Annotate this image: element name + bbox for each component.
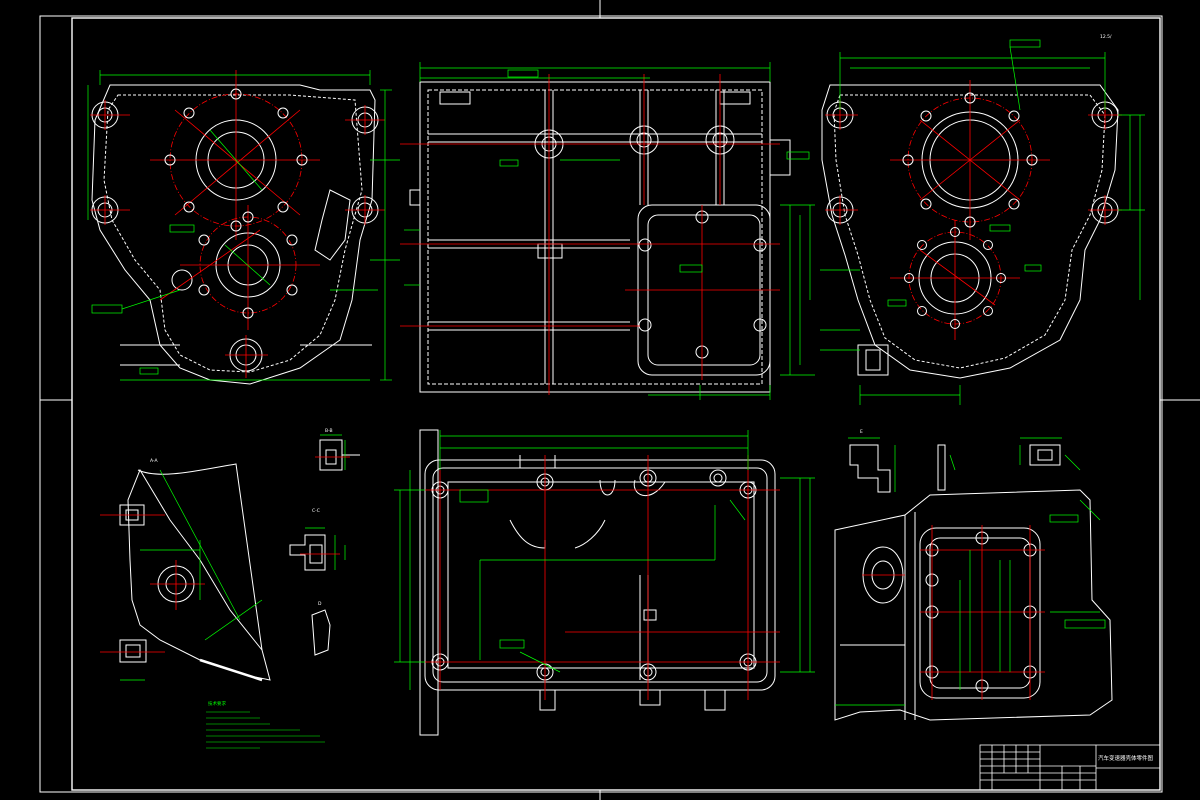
top-view-dimensions xyxy=(404,62,815,400)
front-view-centerlines xyxy=(90,70,385,378)
side-view-dimensions xyxy=(835,499,1106,706)
side-view-centerlines xyxy=(862,525,1045,700)
rear-view-bolt-holes xyxy=(902,92,1038,329)
detail-right-dimensions xyxy=(848,437,1081,492)
roughness-mark: 12.5/ xyxy=(1100,34,1112,40)
bottom-view xyxy=(419,429,776,736)
detail-e-label: E xyxy=(860,429,863,435)
top-view-centerlines xyxy=(400,74,780,395)
top-view xyxy=(409,81,791,393)
bottom-view-dimensions xyxy=(394,430,815,690)
detail-views-right xyxy=(849,444,1061,493)
detail-centerlines xyxy=(300,456,350,555)
section-aa-dimensions xyxy=(120,469,263,681)
sheet-border xyxy=(39,0,1200,800)
detail-d-label: D xyxy=(318,601,322,607)
detail-views xyxy=(289,439,360,656)
view-labels: A-A B-B C-C D E xyxy=(150,428,863,607)
rear-view-centerlines xyxy=(825,80,1122,340)
section-aa-label: A-A xyxy=(150,458,159,464)
section-cc-label: C-C xyxy=(312,508,320,514)
bottom-view-centerlines xyxy=(425,455,780,700)
detail-dimensions xyxy=(305,434,346,570)
section-aa xyxy=(119,463,271,682)
side-view xyxy=(834,489,1113,721)
front-view-bolt-holes xyxy=(164,88,308,319)
front-view-dimensions xyxy=(87,70,400,381)
rear-view-dimensions xyxy=(820,39,1145,405)
tech-notes-heading: 技术要求 xyxy=(208,700,226,707)
section-bb-label: B-B xyxy=(325,428,333,434)
front-view xyxy=(91,84,379,385)
technical-notes: 技术要求 xyxy=(206,700,325,749)
drawing-title: 汽车变速器壳体零件图 xyxy=(1098,754,1154,762)
section-aa-centerlines xyxy=(100,514,205,653)
title-block xyxy=(979,744,1161,791)
